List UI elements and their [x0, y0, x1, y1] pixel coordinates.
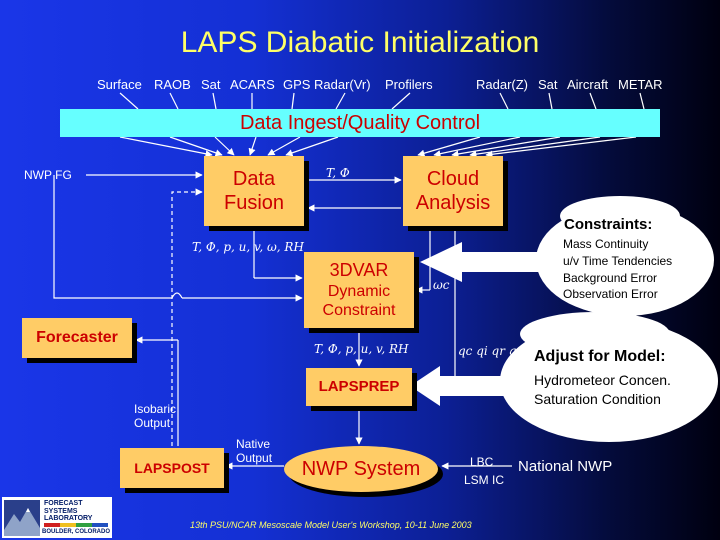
lsm-ic-label: LSM IC: [464, 473, 505, 487]
source-raob: RAOB: [154, 77, 191, 92]
source-acars: ACARS: [230, 77, 275, 92]
source-sat: Sat: [201, 77, 221, 92]
source-gps: GPS: [283, 77, 311, 92]
source-radar-z: Radar(Z): [476, 77, 529, 92]
forecaster-box: Forecaster: [22, 318, 132, 358]
logo-line2: SYSTEMS: [44, 507, 78, 515]
3dvar-line3: Constraint: [322, 301, 396, 319]
national-nwp-label: National NWP: [518, 458, 613, 475]
logo-text-block: FORECAST SYSTEMS LABORATORY: [44, 500, 92, 523]
prep-vars-text: T, Φ, p, u, v, RH: [314, 342, 409, 356]
adjust-hydrometeor: Hydrometeor Concen.: [534, 372, 671, 388]
slide-title: LAPS Diabatic Initialization: [180, 26, 540, 59]
adjust-saturation: Saturation Condition: [534, 391, 661, 407]
isobaric-output-line2: Output: [134, 416, 171, 430]
lbc-label: LBC: [470, 455, 494, 469]
isobaric-output-line1: Isobaric: [134, 402, 177, 416]
constraint-background-error: Background Error: [563, 271, 658, 285]
lapspost-box: LAPSPOST: [120, 448, 224, 488]
fusion-vars-label: T, Φ, p, u, v, ω, RH: [192, 240, 304, 254]
t-phi-label: T, Φ: [326, 166, 350, 180]
lapsprep-box: LAPSPREP: [306, 368, 412, 406]
t-phi-text: T, Φ: [326, 166, 350, 180]
mountain-logo-icon: [4, 500, 40, 536]
omega-c-text: ωc: [433, 278, 450, 292]
omega-c-label: ωc: [433, 278, 450, 292]
source-metar: METAR: [618, 77, 663, 92]
cloud-analysis-line1: Cloud: [426, 168, 480, 190]
logo-line3: LABORATORY: [44, 515, 93, 522]
3dvar-constraint-box: 3DVAR Dynamic Constraint: [304, 252, 414, 328]
3dvar-line2: Dynamic: [327, 282, 391, 300]
nwp-system-ellipse: NWP System: [284, 446, 438, 492]
logo-place: BOULDER, COLORADO: [42, 529, 110, 535]
constraints-cloud-puff: [560, 196, 680, 236]
source-profilers: Profilers: [385, 77, 433, 92]
constraint-uv-tendencies: u/v Time Tendencies: [563, 254, 673, 268]
data-fusion-line1: Data: [232, 168, 276, 190]
logo-rainbow-bar: [44, 523, 108, 527]
hydrometeor-vars-label: qc qi qr qs: [458, 344, 523, 358]
source-radar-vr: Radar(Vr): [314, 77, 371, 92]
nwp-fg-label: NWP FG: [24, 168, 72, 182]
data-ingest-qc-box: Data Ingest/Quality Control: [60, 109, 660, 137]
hydrometeor-vars-text: qc qi qr qs: [458, 344, 523, 358]
fusion-vars-text: T, Φ, p, u, v, ω, RH: [192, 240, 304, 254]
source-aircraft: Aircraft: [567, 77, 609, 92]
data-fusion-line2: Fusion: [223, 192, 285, 214]
data-fusion-box: Data Fusion: [204, 156, 304, 226]
constraint-observation-error: Observation Error: [563, 287, 658, 301]
source-surface: Surface: [97, 77, 142, 92]
prep-vars-label: T, Φ, p, u, v, RH: [314, 342, 409, 356]
3dvar-line1: 3DVAR: [329, 260, 389, 281]
source-sat-right: Sat: [538, 77, 558, 92]
constraint-mass-continuity: Mass Continuity: [563, 237, 649, 251]
native-output-line1: Native: [236, 437, 271, 451]
adjust-title: Adjust for Model:: [534, 348, 666, 365]
fsl-logo: FORECAST SYSTEMS LABORATORY BOULDER, COL…: [2, 497, 112, 538]
cloud-analysis-box: Cloud Analysis: [403, 156, 503, 226]
logo-line1: FORECAST: [44, 500, 83, 507]
footer-text: 13th PSU/NCAR Mesoscale Model User's Wor…: [190, 520, 472, 530]
cloud-analysis-line2: Analysis: [415, 192, 491, 214]
native-output-line2: Output: [236, 451, 273, 465]
adjust-cloud-puff: [520, 312, 670, 356]
constraints-title: Constraints:: [564, 216, 653, 233]
